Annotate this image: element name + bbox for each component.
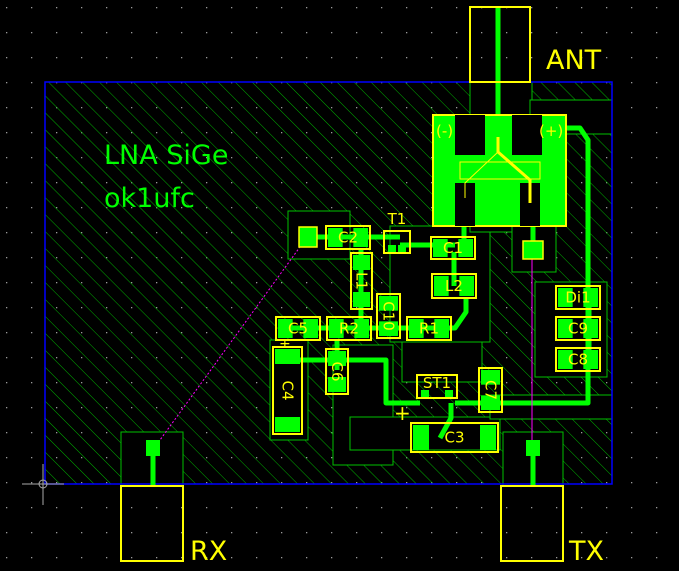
rx-label: RX	[190, 536, 227, 567]
component-label: C8	[568, 351, 588, 369]
component-label: R2	[339, 320, 359, 338]
c4-plus-mark: +	[279, 336, 291, 352]
component-r2[interactable]: R2	[326, 316, 372, 341]
component-label: L2	[445, 277, 463, 295]
minus-mark: (-)	[436, 122, 453, 140]
rx-connector[interactable]	[120, 485, 184, 562]
component-label: L1	[353, 272, 371, 290]
tx-connector[interactable]	[500, 485, 564, 562]
tx-pad[interactable]	[526, 440, 540, 456]
component-c9[interactable]: C9	[555, 316, 601, 341]
tx-label: TX	[568, 536, 604, 567]
component-label: C2	[338, 229, 358, 247]
component-c2[interactable]: C2	[325, 225, 371, 250]
component-c7[interactable]: C7	[478, 367, 503, 413]
origin-crosshair	[22, 464, 64, 505]
component-label: C9	[568, 320, 588, 338]
rx-pad[interactable]	[146, 440, 160, 456]
component-l2[interactable]: L2	[431, 273, 477, 299]
component-l1[interactable]: L1	[350, 252, 373, 310]
component-label: C5	[288, 320, 308, 338]
pad[interactable]	[298, 226, 318, 248]
component-c1[interactable]: C1	[430, 236, 476, 260]
component-c8[interactable]: C8	[555, 347, 601, 372]
pad[interactable]	[522, 240, 544, 260]
component-r1[interactable]: R1	[406, 316, 452, 341]
c3-plus-mark: +	[394, 401, 411, 425]
airwire	[159, 239, 306, 441]
component-label: ST1	[423, 374, 451, 392]
component-label: C10	[380, 301, 398, 331]
component-c6[interactable]: C6	[325, 348, 349, 395]
component-st1[interactable]: ST1	[416, 374, 458, 399]
ant-label: ANT	[546, 45, 602, 76]
component-label: T1	[387, 210, 407, 228]
board-title: LNA SiGe	[104, 140, 228, 171]
ant-connector[interactable]	[469, 6, 531, 83]
component-label: C3	[444, 429, 464, 447]
plus-mark: (+)	[539, 122, 563, 140]
component-label: C6	[328, 361, 346, 381]
component-c10[interactable]: C10	[376, 293, 401, 339]
component-c5[interactable]: C5	[275, 316, 321, 341]
component-label: C7	[482, 380, 500, 400]
component-label: C1	[443, 239, 463, 257]
antenna-connector-footprint[interactable]: (-) (+)	[432, 114, 567, 227]
board-author: ok1ufc	[104, 183, 195, 214]
component-t1[interactable]: T1	[383, 210, 411, 254]
component-label: C4	[279, 380, 297, 400]
board-outline	[44, 81, 613, 485]
component-c4[interactable]: C4	[272, 346, 303, 435]
component-di1[interactable]: Di1	[555, 285, 601, 310]
component-c3[interactable]: C3	[410, 422, 499, 453]
component-label: Di1	[565, 289, 590, 307]
component-label: R1	[419, 320, 439, 338]
